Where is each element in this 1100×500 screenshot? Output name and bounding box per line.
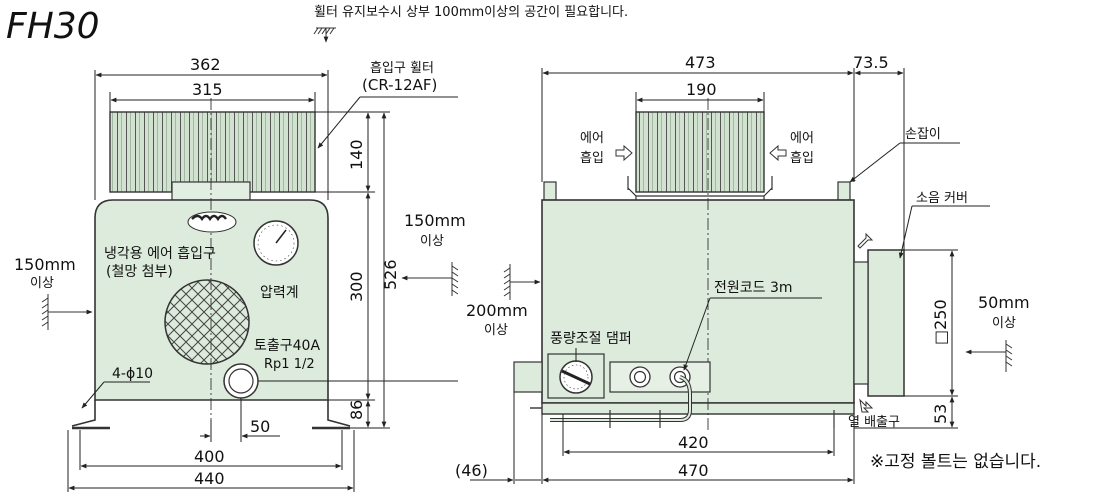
dim-140: 140 [347, 139, 366, 170]
air-intake-left-1: 에어 [580, 131, 604, 146]
dim-300: 300 [347, 271, 366, 302]
front-filter [109, 111, 316, 193]
dim-cover-250: □250 [931, 299, 950, 345]
filter-label-1: 흡입구 휠터 [370, 61, 434, 76]
front-base [71, 400, 351, 427]
connector-icon [629, 366, 651, 388]
air-intake-right-2: 흡입 [790, 151, 814, 166]
dim-50: 50 [250, 417, 270, 436]
dim-420: 420 [678, 433, 709, 452]
outlet-port-icon [223, 363, 259, 399]
dim-362: 362 [190, 55, 221, 74]
model-title: FH30 [6, 6, 100, 47]
filter-label-2: (CR-12AF) [362, 76, 437, 94]
exhaust-arrow-bottom-icon [859, 398, 874, 413]
base-bolts [609, 410, 835, 428]
side-view: 473 73.5 190 에어 흡입 에어 흡입 손잡이 소음 커버 열 배출구… [455, 53, 1030, 484]
exhaust-arrow-top-icon [857, 232, 874, 249]
wall-symbol-side-left [503, 264, 541, 300]
side-clearance-right: 50mm [978, 293, 1030, 312]
dim-526: 526 [381, 259, 400, 290]
mount-hole-label: 4-ϕ10 [112, 366, 153, 382]
dim-315: 315 [192, 80, 223, 99]
noise-cover-label: 소음 커버 [916, 191, 968, 206]
power-cord-icon [550, 366, 692, 422]
air-intake-left-2: 흡입 [580, 151, 604, 166]
side-filter [635, 111, 765, 193]
cooling-intake-label-2: (철망 첨부) [106, 264, 173, 280]
wall-symbol-right [401, 262, 459, 296]
dim-46: (46) [455, 461, 488, 480]
dim-86: 86 [347, 400, 366, 420]
side-base [541, 402, 855, 415]
control-panel [609, 361, 711, 393]
side-clearance-right-suffix: 이상 [992, 316, 1016, 331]
side-clearance-left: 200mm [466, 301, 528, 320]
front-clearance-right: 150mm [404, 211, 466, 230]
air-arrow-right-icon [769, 144, 787, 162]
pressure-gauge-icon [253, 220, 299, 266]
air-intake-right-1: 에어 [790, 131, 814, 146]
top-note: 휠터 유지보수시 상부 100mm이상의 공간이 필요합니다. [314, 5, 628, 20]
dim-53: 53 [931, 404, 950, 424]
dim-73-5: 73.5 [853, 53, 889, 72]
front-view: 냉각용 에어 흡입구 (철망 첨부) 압력계 토출구40A Rp1 1/2 4-… [14, 55, 466, 492]
front-clearance-right-suffix: 이상 [420, 234, 444, 249]
dim-473: 473 [685, 53, 716, 72]
bottom-note: ※고정 볼트는 없습니다. [870, 452, 1041, 472]
outlet-label-2: Rp1 1/2 [264, 357, 315, 372]
front-clearance-left: 150mm [14, 255, 76, 274]
brand-logo [187, 211, 237, 233]
dim-440: 440 [194, 469, 225, 488]
front-clearance-left-suffix: 이상 [30, 276, 54, 291]
wall-symbol-side-right [965, 340, 1013, 372]
pressure-gauge-label: 압력계 [260, 285, 299, 301]
wall-symbol-left [41, 294, 93, 330]
cooling-air-intake-mesh [164, 279, 250, 365]
exhaust-label: 열 배출구 [848, 415, 900, 430]
air-arrow-left-icon [615, 144, 633, 162]
outlet-label-1: 토출구40A [254, 338, 320, 354]
side-clearance-left-suffix: 이상 [484, 323, 508, 338]
handle-right [837, 181, 851, 201]
dim-190: 190 [686, 80, 717, 99]
power-cord-label: 전원코드 3m [714, 280, 793, 296]
damper-label: 풍량조절 댐퍼 [550, 331, 632, 347]
dim-400: 400 [194, 447, 225, 466]
cooling-intake-label-1: 냉각용 에어 흡입구 [104, 246, 216, 262]
dim-470: 470 [678, 461, 709, 480]
handle-left [543, 181, 557, 201]
side-outlet-pipe [513, 361, 543, 393]
handle-label: 손잡이 [905, 127, 941, 142]
ground-symbol-top [313, 27, 336, 43]
noise-cover [867, 249, 905, 397]
